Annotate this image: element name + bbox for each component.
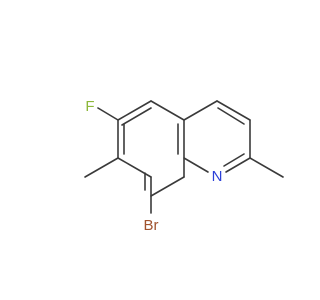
- molecule-structure: F Br N: [84, 98, 284, 234]
- bond-c4-c3-inner: [217, 107, 245, 125]
- bond-c4a-c5: [117, 100, 152, 121]
- bond-c4a-c5-top: [150, 100, 185, 121]
- bond-c2-n: [225, 157, 251, 173]
- fluorine-label: F: [85, 98, 94, 115]
- bond-c2-n-inner: [223, 153, 245, 167]
- bond-n-c8a: [183, 157, 209, 173]
- bond-c6-c7: [117, 157, 152, 178]
- bond-c5-inner: [121, 107, 152, 126]
- bond-c4a-c4: [183, 100, 218, 121]
- bond-c6-f: [97, 107, 119, 121]
- bond-c7-methyl: [84, 157, 119, 178]
- nitrogen-label: N: [212, 168, 223, 185]
- bond-c8-c8a: [150, 176, 185, 197]
- structure-canvas: F Br N: [84, 98, 284, 234]
- bromine-label: Br: [144, 217, 159, 234]
- bond-c4-c3: [216, 100, 251, 121]
- bond-c2-methyl: [249, 157, 284, 178]
